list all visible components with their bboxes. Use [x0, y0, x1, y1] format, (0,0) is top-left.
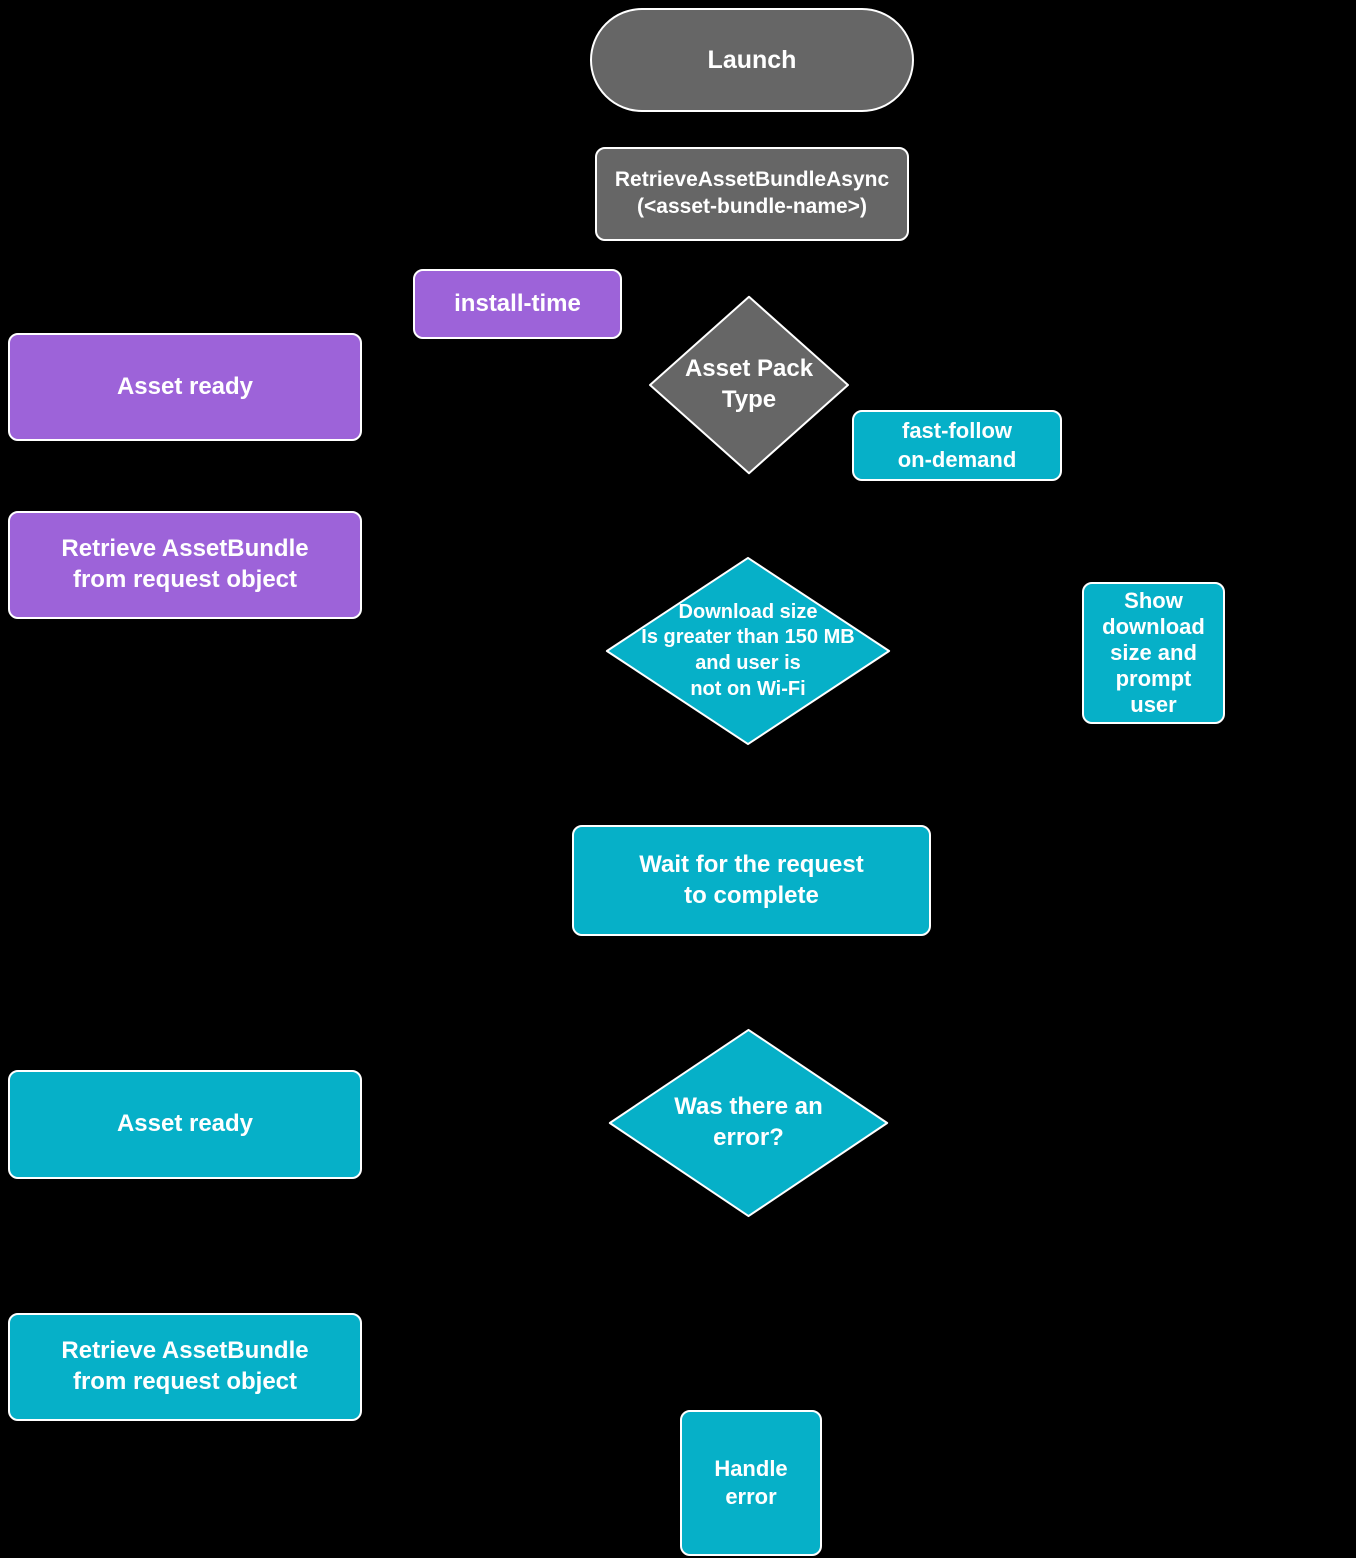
node-handle-error-label: Handle error	[714, 1455, 788, 1509]
decision-asset-pack-type-label: Asset Pack Type	[684, 355, 814, 413]
diamond-shape	[607, 1028, 890, 1218]
node-retrieve-assetbundle-on-demand: Retrieve AssetBundle from request object	[8, 1313, 362, 1421]
node-wait-for-request: Wait for the request to complete	[572, 825, 931, 936]
node-handle-error: Handle error	[680, 1410, 822, 1556]
node-wait-for-request-label: Wait for the request to complete	[639, 850, 864, 909]
node-launch: Launch	[590, 8, 914, 112]
edge-label-install-time-label: install-time	[454, 289, 581, 317]
node-retrieve-asset-bundle-async: RetrieveAssetBundleAsync (<asset-bundle-…	[595, 147, 909, 241]
node-show-download-size-label: Show download size and prompt user	[1102, 588, 1205, 717]
node-asset-ready-install-time: Asset ready	[8, 333, 362, 441]
edge-label-fast-follow-on-demand-label: fast-follow on-demand	[897, 418, 1017, 472]
decision-asset-pack-type: Asset Pack Type	[648, 295, 850, 475]
node-retrieve-assetbundle-on-demand-label: Retrieve AssetBundle from request object	[61, 1337, 309, 1395]
diamond-shape	[604, 556, 892, 746]
edge-label-fast-follow-on-demand: fast-follow on-demand	[852, 410, 1062, 481]
node-retrieve-assetbundle-install-time: Retrieve AssetBundle from request object	[8, 511, 362, 619]
node-retrieve-assetbundle-install-time-label: Retrieve AssetBundle from request object	[61, 535, 309, 593]
decision-was-there-an-error-label: Was there an error?	[674, 1093, 823, 1151]
node-show-download-size: Show download size and prompt user	[1082, 582, 1225, 724]
node-retrieve-asset-bundle-async-label: RetrieveAssetBundleAsync (<asset-bundle-…	[614, 168, 890, 218]
diamond-shape	[648, 295, 850, 475]
node-launch-label: Launch	[707, 46, 797, 74]
node-asset-ready-on-demand: Asset ready	[8, 1070, 362, 1179]
node-asset-ready-on-demand-label: Asset ready	[116, 1110, 254, 1138]
decision-download-size: Download size Is greater than 150 MB and…	[604, 556, 892, 746]
decision-was-there-an-error: Was there an error?	[607, 1028, 890, 1218]
decision-download-size-label: Download size Is greater than 150 MB and…	[641, 600, 855, 700]
edge-label-install-time: install-time	[413, 269, 622, 339]
node-asset-ready-install-time-label: Asset ready	[116, 372, 254, 400]
